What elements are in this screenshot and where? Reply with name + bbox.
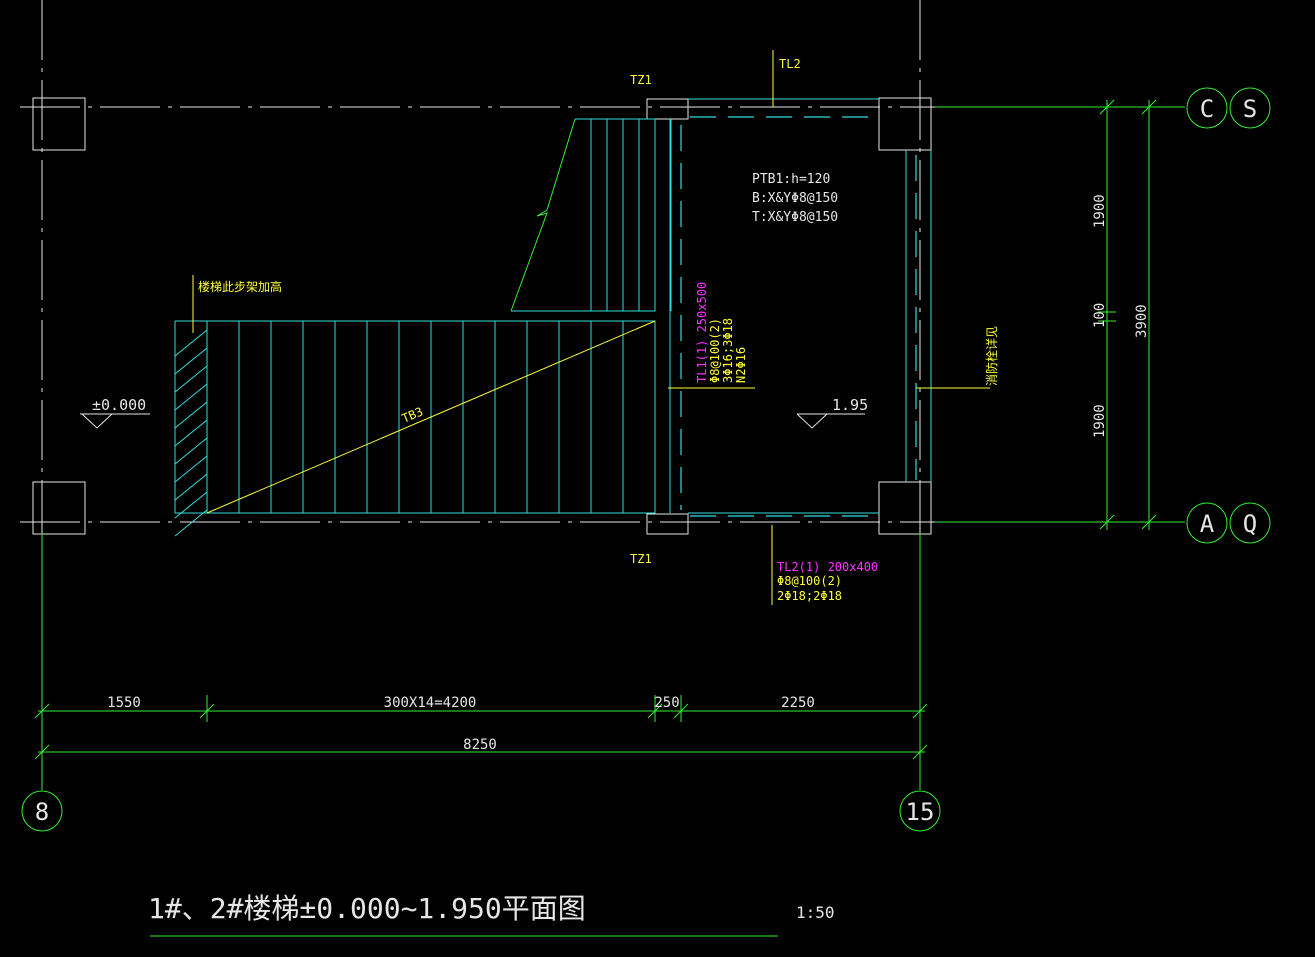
break-line xyxy=(510,118,576,312)
elevation-left: ±0.000 xyxy=(80,396,150,429)
tb3-label: TB3 xyxy=(400,404,425,425)
right-note: 消防栓详见 xyxy=(984,326,999,386)
axis-8: 8 xyxy=(35,798,49,826)
tl2-top-label: TL2 xyxy=(779,57,801,71)
hatch-line xyxy=(174,365,208,393)
columns xyxy=(32,97,932,535)
dim-1550: 1550 xyxy=(107,695,141,711)
bottom-dimensions: 1550 300X14=4200 250 2250 8250 xyxy=(34,533,928,790)
hatch-line xyxy=(174,509,208,537)
elevation-left-text: ±0.000 xyxy=(92,396,146,414)
tl1-line-2: Φ8@100(2) xyxy=(708,318,722,383)
hatch-line xyxy=(174,473,208,501)
axis-a: A xyxy=(1200,510,1215,538)
dim-right-1900-bottom: 1900 xyxy=(1092,404,1108,438)
tz1-top-label: TZ1 xyxy=(630,73,652,87)
hatch-line xyxy=(174,383,208,411)
stair-flights xyxy=(174,98,932,537)
dim-250: 250 xyxy=(654,695,679,711)
tl2-line-3: 2Φ18;2Φ18 xyxy=(777,589,842,603)
dim-right-3900: 3900 xyxy=(1134,304,1150,338)
axis-15: 15 xyxy=(906,798,935,826)
dim-right-1900-top: 1900 xyxy=(1092,194,1108,228)
hatch-line xyxy=(174,419,208,447)
axis-bubbles-bottom: 8 15 xyxy=(21,790,941,832)
hatch-line xyxy=(174,491,208,519)
tl1-line-4: N2Φ16 xyxy=(734,347,748,383)
hatch-line xyxy=(174,401,208,429)
stair-note: 楼梯此步架加高 xyxy=(198,279,282,294)
axis-q: Q xyxy=(1243,510,1257,538)
tl1-line-1: TL1(1) 250x500 xyxy=(695,282,709,383)
drawing-scale: 1:50 xyxy=(796,903,835,922)
axis-bubbles-right: C S A Q xyxy=(1186,87,1271,544)
tz1-bottom-label: TZ1 xyxy=(630,552,652,566)
dim-2250: 2250 xyxy=(781,695,815,711)
tb3-diagonal xyxy=(206,320,656,514)
dim-right-100: 100 xyxy=(1092,303,1108,328)
hatch-line xyxy=(174,437,208,465)
hatch-line xyxy=(174,347,208,375)
right-dimensions: 1900 100 1900 3900 xyxy=(935,99,1185,530)
ptb1-line-1: PTB1:h=120 xyxy=(752,172,830,187)
tl2-line-2: Φ8@100(2) xyxy=(777,574,842,588)
ptb1-line-2: B:X&YΦ8@150 xyxy=(752,191,838,206)
axis-s: S xyxy=(1243,95,1257,123)
tl1-line-3: 3Φ16;3Φ18 xyxy=(721,318,735,383)
elevation-right-text: 1.95 xyxy=(832,396,868,414)
elevation-right: 1.95 xyxy=(796,396,868,429)
hatch-line xyxy=(174,329,208,357)
grid-lines xyxy=(20,0,1185,660)
tl2-line-1: TL2(1) 200x400 xyxy=(777,560,878,574)
dim-4200: 300X14=4200 xyxy=(384,695,477,711)
axis-c: C xyxy=(1200,95,1214,123)
dim-8250: 8250 xyxy=(463,737,497,753)
drawing-title: 1#、2#楼梯±0.000~1.950平面图 xyxy=(148,892,586,925)
ptb1-line-3: T:X&YΦ8@150 xyxy=(752,210,838,225)
hatch-line xyxy=(174,455,208,483)
